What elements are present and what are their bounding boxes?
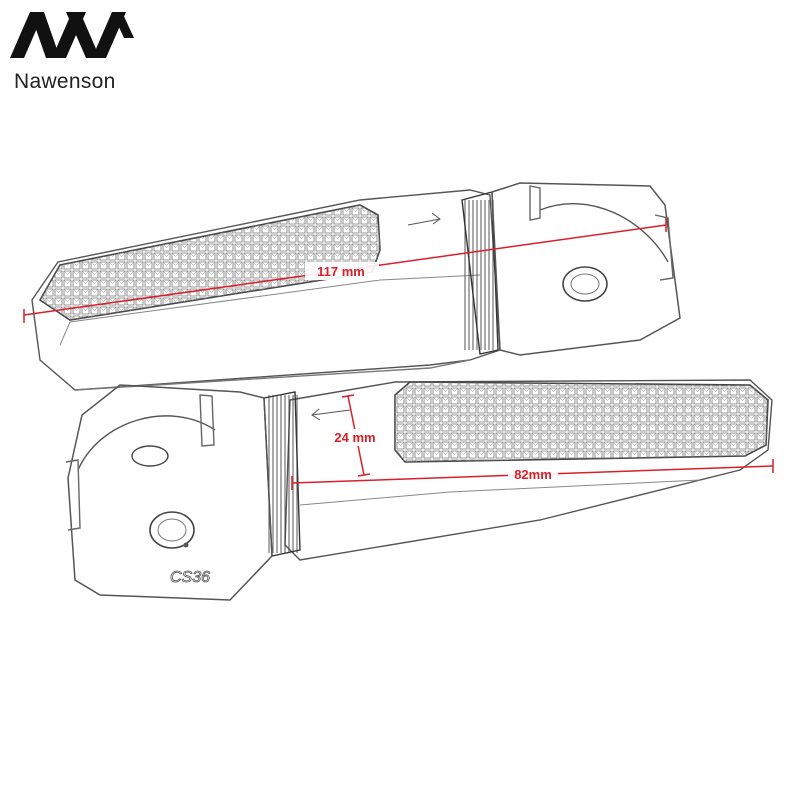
top-bracket-slot [529,185,541,221]
dimension-height: 24 mm [326,394,386,477]
top-bracket-bolt-hole [562,266,608,302]
bottom-bracket-pivot-hole [131,445,169,467]
bottom-collar-ribs [266,395,298,553]
dimension-length-bottom-label: 82mm [514,467,552,482]
part-marking: CS36 [170,569,210,586]
brand-name: Nawenson [14,70,116,93]
bottom-bracket-tab [65,459,81,531]
top-peg-lower-edge [74,359,471,391]
top-bracket-tab [654,214,674,281]
bottom-bracket-arc [77,415,216,471]
top-peg-rib [59,274,481,346]
bottom-bracket-bolt-hole [149,511,195,549]
bottom-grip-knurl [395,382,768,462]
bottom-peg-rib [299,479,701,506]
bottom-bracket-slot [199,394,215,447]
top-bracket [491,182,681,356]
top-bracket-arc [539,202,669,263]
bottom-foot-peg: CS36 [65,379,773,601]
top-foot-peg [31,182,681,391]
top-collar-ribs [464,200,494,350]
bottom-direction-arrow-icon [311,408,351,421]
top-direction-arrow-icon [407,212,441,226]
dimension-height-label: 24 mm [334,430,375,445]
dimension-length-top-label: 117 mm [317,264,365,279]
dimension-length-top: 117 mm [23,218,667,323]
dimension-length-bottom: 82mm [291,459,774,490]
nawenson-logo-icon [10,12,134,58]
bottom-bracket [67,384,273,601]
